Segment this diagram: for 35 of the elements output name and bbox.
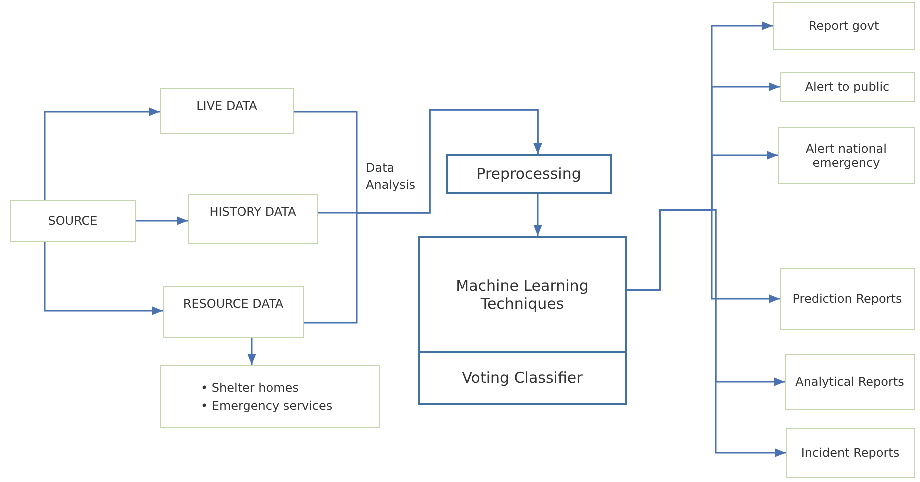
arrow [136, 216, 188, 226]
output-box [778, 127, 915, 184]
node-label: Voting Classifier [462, 369, 583, 387]
output-box [780, 72, 915, 102]
node-label: HISTORY DATA [210, 205, 296, 219]
arrow [44, 242, 163, 316]
arrow [534, 194, 542, 236]
node-label: Report govt [808, 19, 880, 33]
node-label: Prediction Reports [792, 292, 902, 306]
output-box [786, 428, 915, 478]
arrow [304, 109, 542, 324]
data-box [188, 194, 318, 244]
process-box [418, 236, 627, 405]
output-box [785, 354, 915, 410]
node-label: Preprocessing [476, 165, 582, 183]
node-label: Incident Reports [801, 446, 900, 460]
node-label: Machine Learning Techniques [455, 276, 590, 312]
node-label: LIVE DATA [196, 99, 258, 113]
node-label: Analytical Reports [796, 375, 904, 389]
arrow [248, 338, 256, 365]
data-box [160, 88, 294, 134]
list-item: • Emergency services [201, 398, 334, 414]
node-label: RESOURCE DATA [183, 297, 284, 311]
node-label: Alert to public [805, 80, 890, 94]
data-box [163, 286, 304, 338]
list-item: • Shelter homes [201, 380, 300, 396]
process-box [446, 154, 612, 194]
annotation-text: Data Analysis [366, 160, 416, 194]
list-box [160, 365, 380, 428]
node-label: Alert national emergency [804, 142, 888, 170]
source-box [10, 200, 136, 242]
arrow [44, 108, 160, 200]
output-box [773, 2, 915, 50]
node-label: SOURCE [48, 214, 98, 228]
output-box [780, 268, 915, 330]
